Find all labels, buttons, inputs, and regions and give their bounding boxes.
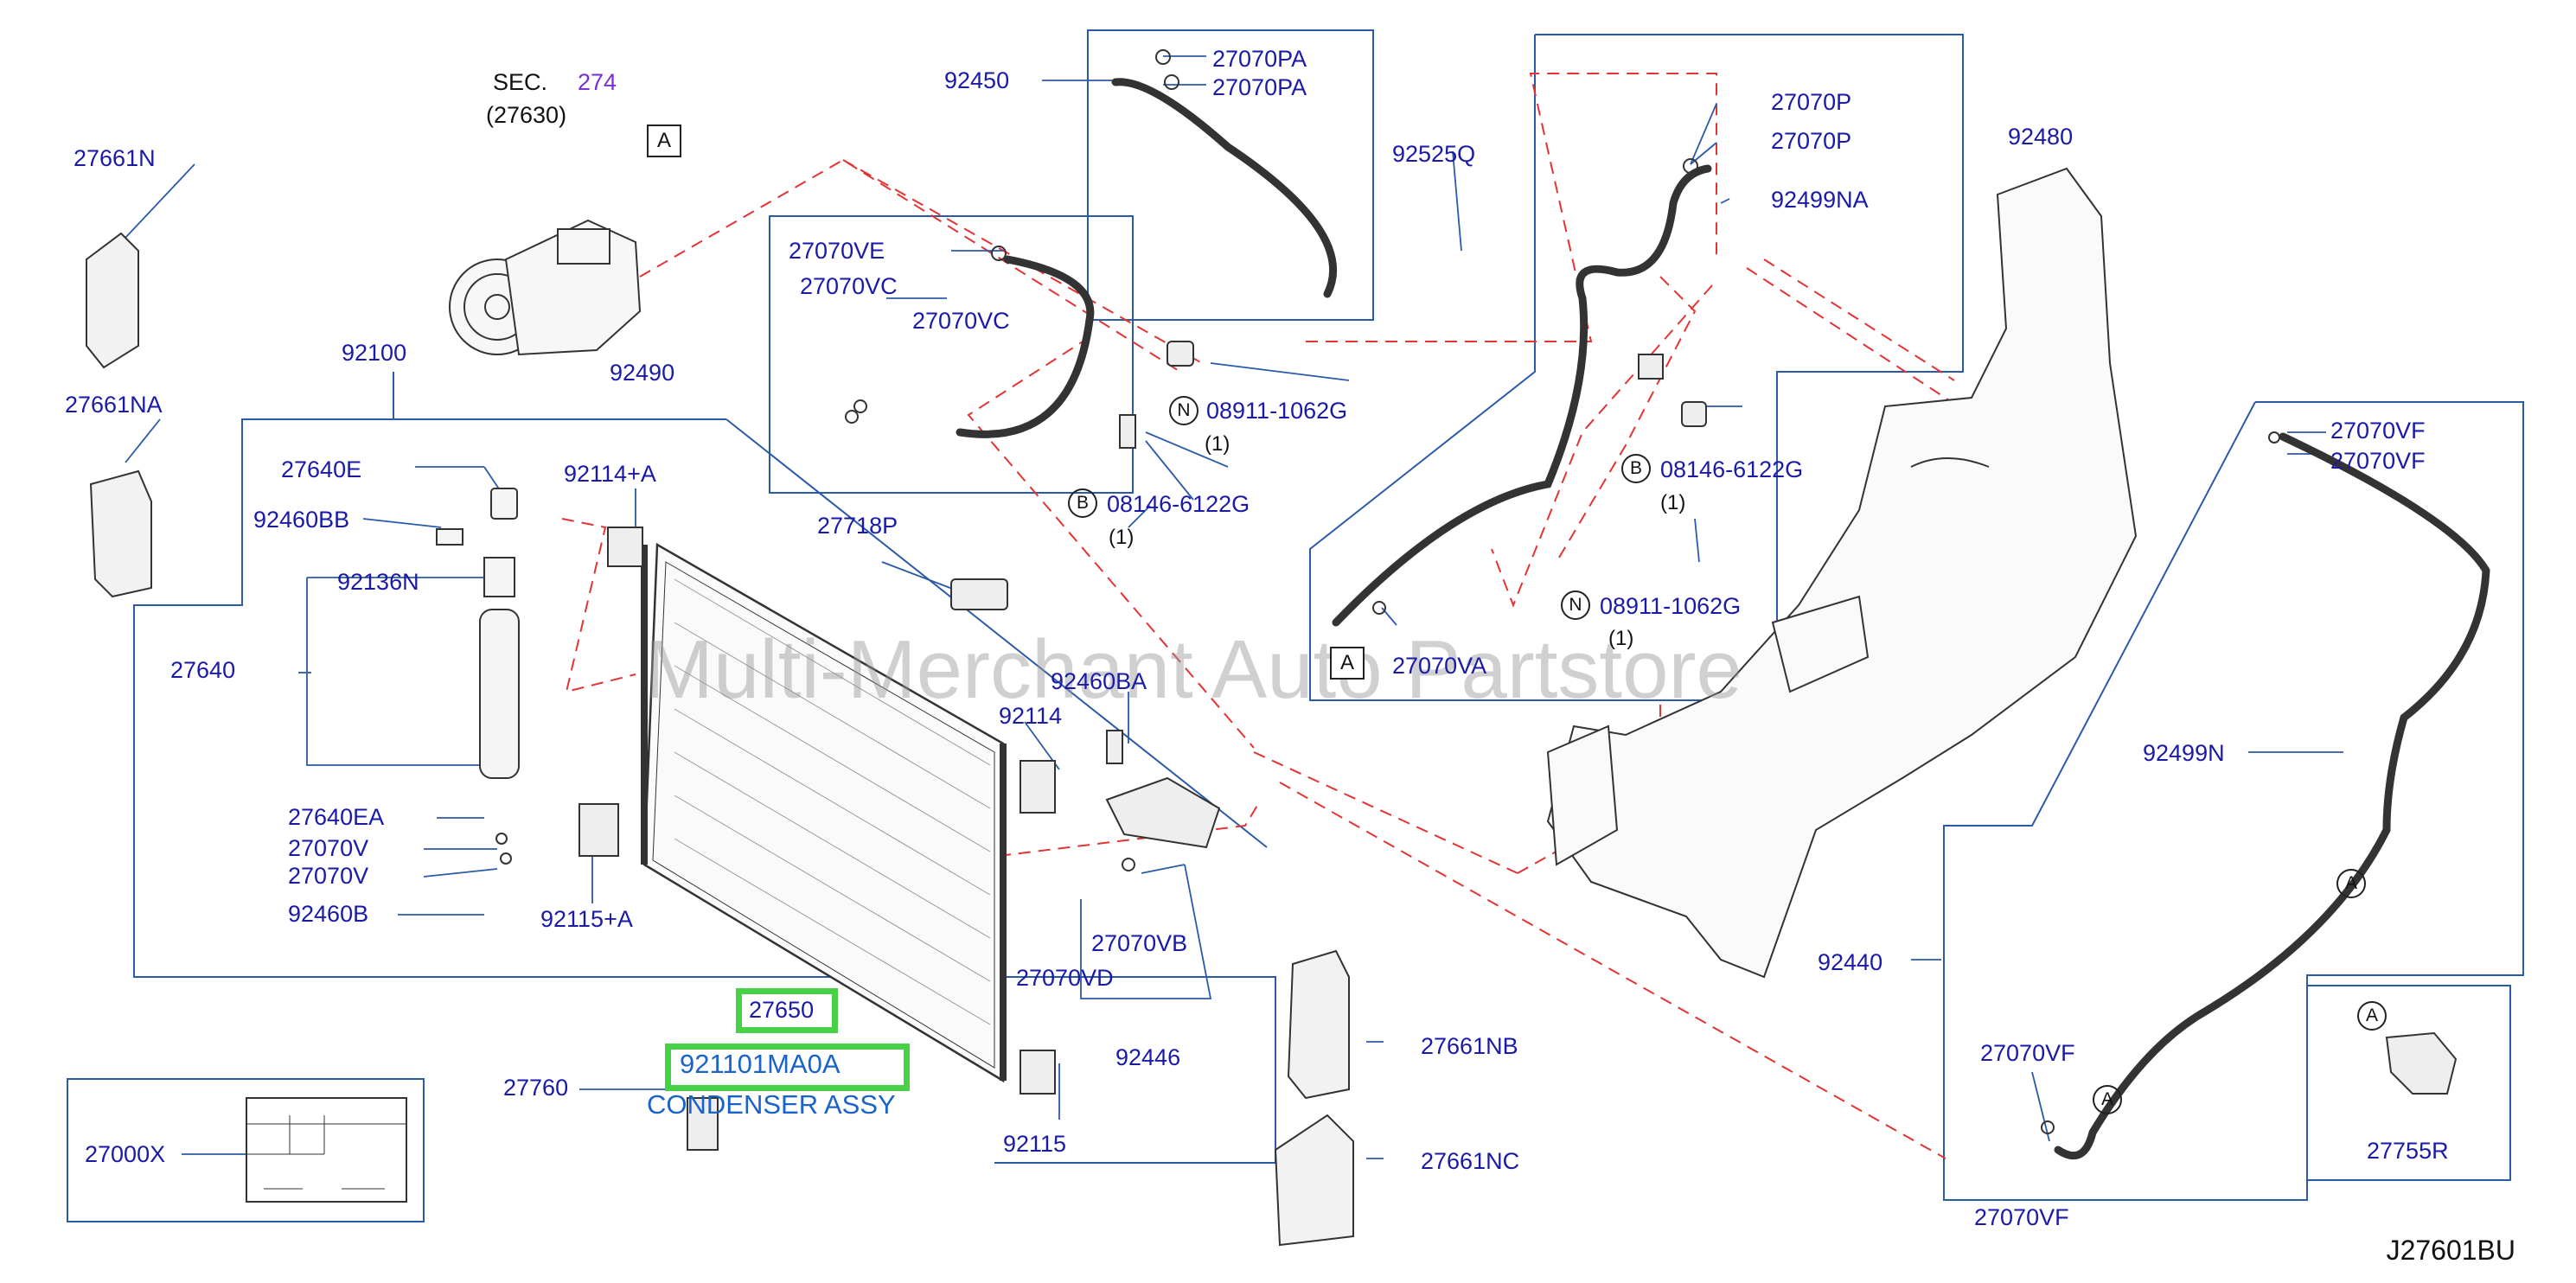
part-92114A[interactable]: 92114+A — [564, 461, 656, 487]
part-27070VF-3[interactable]: 27070VF — [1980, 1040, 2075, 1066]
part-08911-1062G-1[interactable]: 08911-1062G — [1206, 398, 1348, 424]
part-27640E[interactable]: 27640E — [281, 456, 362, 482]
callout-a-circle-2: A — [2093, 1085, 2122, 1114]
part-27640EA[interactable]: 27640EA — [288, 804, 385, 830]
frame-27755R — [2306, 985, 2511, 1181]
highlight-part-number — [665, 1044, 910, 1091]
part-92446[interactable]: 92446 — [1115, 1044, 1181, 1070]
part-92490[interactable]: 92490 — [610, 360, 675, 386]
part-92460BA[interactable]: 92460BA — [1051, 668, 1147, 694]
diagram-code: J27601BU — [2386, 1235, 2515, 1266]
sec-number-link[interactable]: 274 — [578, 69, 617, 95]
part-08146-6122G-2[interactable]: 08146-6122G — [1660, 456, 1804, 482]
part-27070VF-4[interactable]: 27070VF — [1974, 1204, 2069, 1230]
part-92136N[interactable]: 92136N — [337, 569, 419, 595]
qty-08146-1: (1) — [1109, 526, 1135, 549]
part-92450[interactable]: 92450 — [944, 67, 1010, 93]
part-27661N[interactable]: 27661N — [74, 145, 156, 171]
part-number-921101MA0A[interactable]: 921101MA0A — [680, 1049, 841, 1079]
part-92499N[interactable]: 92499N — [2143, 740, 2225, 766]
part-27661NC[interactable]: 27661NC — [1421, 1148, 1520, 1174]
part-92525Q[interactable]: 92525Q — [1392, 141, 1476, 167]
part-27755R[interactable]: 27755R — [2367, 1138, 2449, 1164]
frame-92490 — [769, 215, 1134, 494]
part-27070VC-2[interactable]: 27070VC — [912, 308, 1010, 334]
part-27661NA[interactable]: 27661NA — [65, 392, 163, 418]
part-27070VE[interactable]: 27070VE — [789, 238, 885, 264]
part-27070PA-2[interactable]: 27070PA — [1212, 74, 1307, 100]
qty-08146-2: (1) — [1660, 491, 1686, 514]
sec-prefix: SEC. — [493, 69, 548, 95]
part-27661NB[interactable]: 27661NB — [1421, 1033, 1518, 1059]
part-08146-6122G-1[interactable]: 08146-6122G — [1107, 491, 1250, 517]
condenser-description: CONDENSER ASSY — [647, 1089, 896, 1120]
condenser-drawing — [641, 542, 1007, 1083]
qty-08911-2: (1) — [1608, 627, 1634, 650]
part-27760[interactable]: 27760 — [503, 1075, 569, 1101]
part-27000X[interactable]: 27000X — [85, 1141, 166, 1167]
callout-n-icon: N — [1169, 396, 1199, 425]
callout-a-circle-3: A — [2357, 1001, 2387, 1031]
body-panel-drawing — [1546, 167, 2138, 979]
callout-n-icon-2: N — [1561, 590, 1590, 620]
part-27650[interactable]: 27650 — [749, 997, 815, 1023]
part-27070VD[interactable]: 27070VD — [1016, 965, 1114, 991]
part-27070V-2[interactable]: 27070V — [288, 863, 369, 889]
part-92440[interactable]: 92440 — [1818, 949, 1883, 975]
frame-92440 — [1943, 401, 2524, 1201]
part-92114[interactable]: 92114 — [999, 703, 1063, 729]
part-27070PA-1[interactable]: 27070PA — [1212, 46, 1307, 72]
part-08911-1062G-2[interactable]: 08911-1062G — [1600, 593, 1742, 619]
part-27070P-1[interactable]: 27070P — [1771, 89, 1852, 115]
highlight-27650 — [736, 988, 838, 1033]
part-27640[interactable]: 27640 — [170, 657, 236, 683]
part-92115[interactable]: 92115 — [1003, 1131, 1067, 1157]
callout-b-icon-2: B — [1621, 454, 1651, 483]
frame-27000X — [67, 1078, 425, 1222]
part-27070VB[interactable]: 27070VB — [1091, 930, 1188, 956]
part-27718P[interactable]: 27718P — [817, 513, 898, 539]
callout-b-icon: B — [1068, 488, 1097, 518]
part-92460B[interactable]: 92460B — [288, 901, 369, 927]
part-92499NA[interactable]: 92499NA — [1771, 187, 1869, 213]
frame-92100 — [133, 372, 1276, 1164]
watermark: Multi-Merchant Auto Partstore — [644, 623, 1742, 716]
callout-a-circle-1: A — [2336, 869, 2366, 898]
part-27070VF-1[interactable]: 27070VF — [2330, 418, 2426, 444]
part-92460BB[interactable]: 92460BB — [253, 507, 350, 533]
part-92115A[interactable]: 92115+A — [540, 906, 633, 932]
part-92100[interactable]: 92100 — [342, 340, 407, 366]
part-27070VA[interactable]: 27070VA — [1392, 653, 1487, 679]
callout-a-box: A — [647, 124, 681, 157]
sec-ref: (27630) — [486, 102, 567, 128]
callout-a-box-2: A — [1330, 647, 1365, 680]
compressor-drawing — [449, 219, 642, 356]
part-27070V-1[interactable]: 27070V — [288, 835, 369, 861]
qty-08911-1: (1) — [1205, 432, 1230, 456]
part-27070VC-1[interactable]: 27070VC — [800, 273, 898, 299]
part-27070VF-2[interactable]: 27070VF — [2330, 448, 2426, 474]
part-92480[interactable]: 92480 — [2008, 124, 2074, 150]
frame-92450 — [1087, 29, 1374, 321]
part-27070P-2[interactable]: 27070P — [1771, 128, 1852, 154]
